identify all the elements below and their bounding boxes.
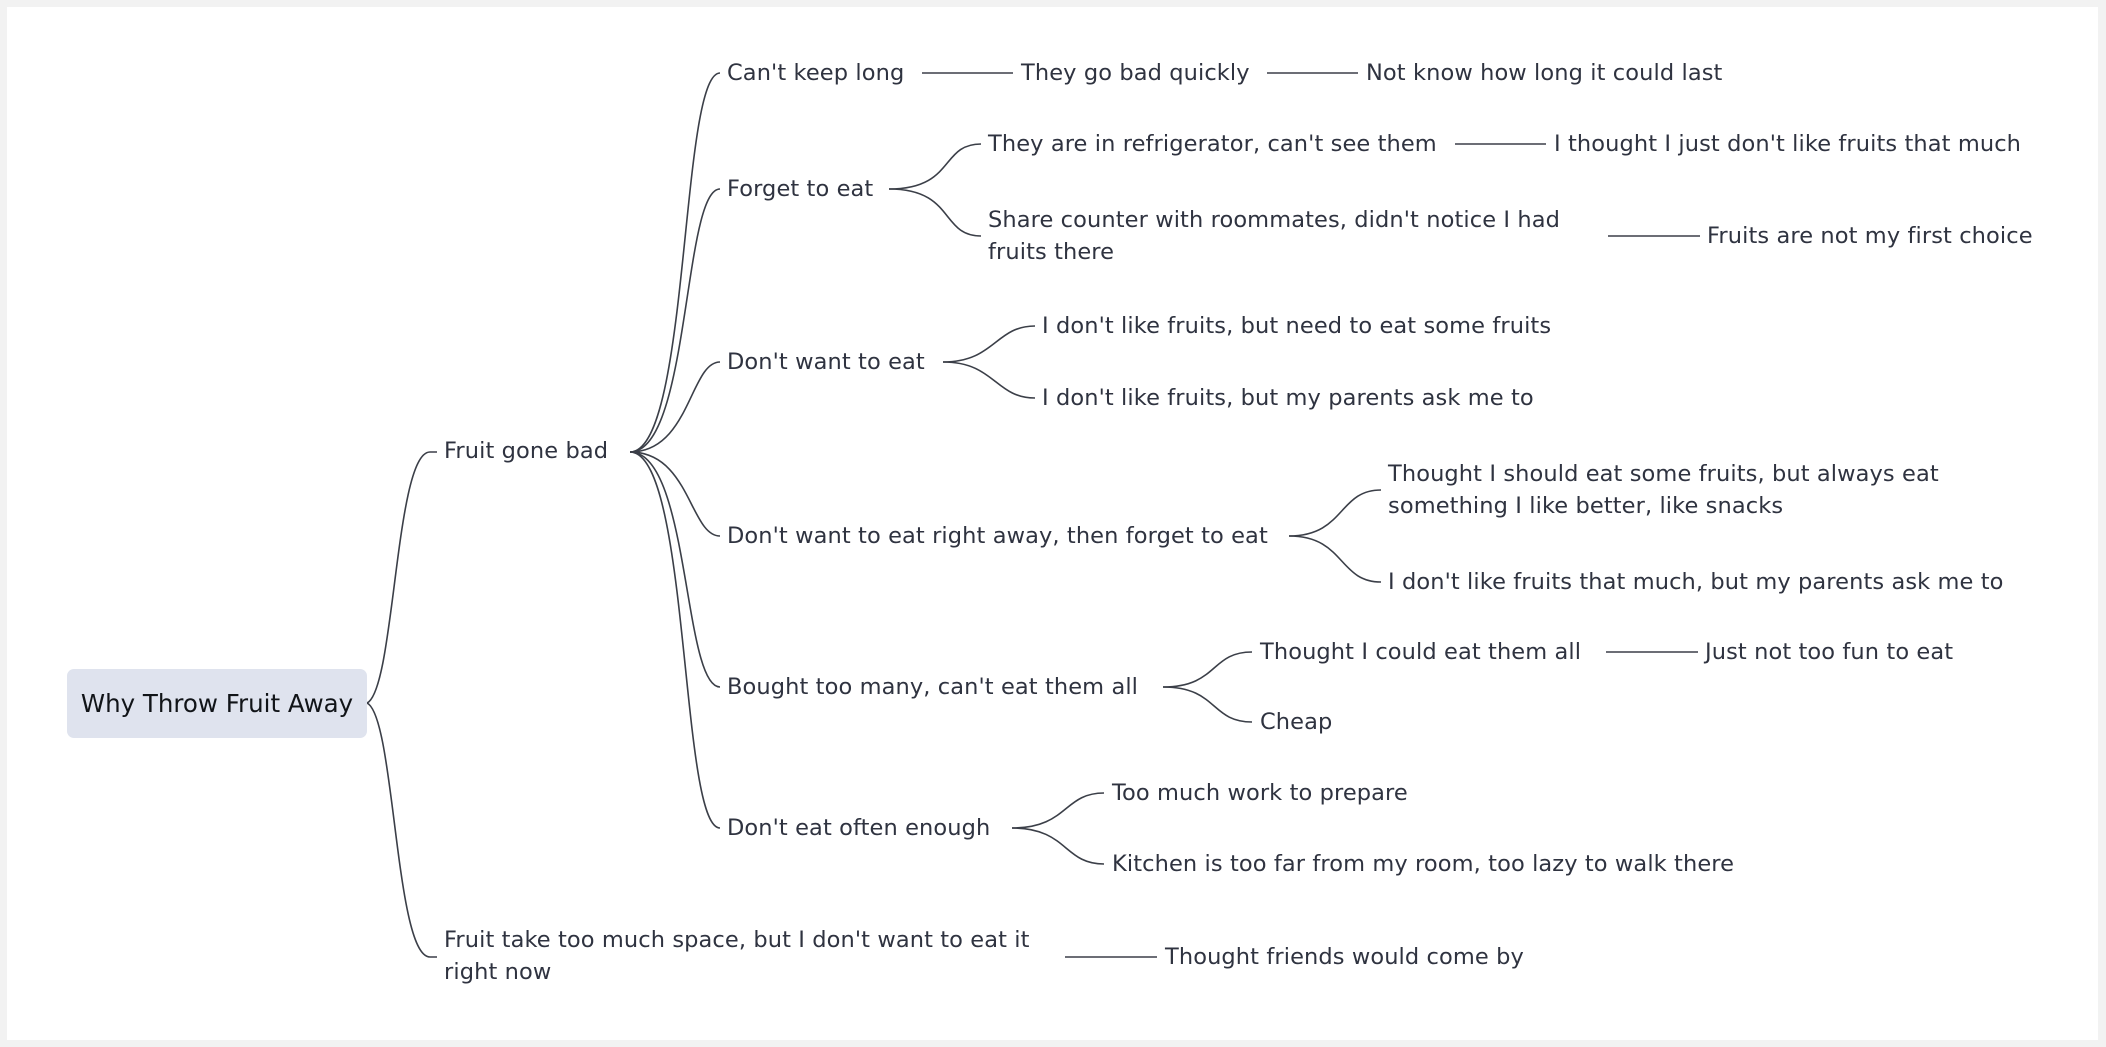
root-label: Why Throw Fruit Away [80,689,354,718]
node-dont-want-to-eat[interactable]: Don't want to eat [727,349,925,375]
node-go-bad-quickly[interactable]: They go bad quickly [1021,60,1250,86]
node-not-fun[interactable]: Just not too fun to eat [1705,639,1954,665]
node-dont-like-that-much[interactable]: I thought I just don't like fruits that … [1554,131,2022,157]
node-eat-snacks[interactable]: Thought I should eat some fruits, but al… [1388,461,1939,519]
node-not-know-last[interactable]: Not know how long it could last [1366,60,1723,86]
node-not-first-choice[interactable]: Fruits are not my first choice [1707,223,2033,249]
node-friends-come-by[interactable]: Thought friends would come by [1165,944,1524,970]
node-cant-keep-long[interactable]: Can't keep long [727,60,905,86]
node-in-refrigerator[interactable]: They are in refrigerator, can't see them [988,131,1437,157]
node-dont-want-right-away[interactable]: Don't want to eat right away, then forge… [727,523,1268,549]
node-too-much-work[interactable]: Too much work to prepare [1112,780,1408,806]
node-share-counter[interactable]: Share counter with roommates, didn't not… [988,207,1561,265]
node-dont-eat-often[interactable]: Don't eat often enough [727,815,991,841]
root-node[interactable]: Why Throw Fruit Away [67,669,367,738]
node-could-eat-all[interactable]: Thought I could eat them all [1260,639,1582,665]
node-parents-ask-much[interactable]: I don't like fruits that much, but my pa… [1388,569,2004,595]
node-forget-to-eat[interactable]: Forget to eat [727,176,874,202]
node-parents-ask[interactable]: I don't like fruits, but my parents ask … [1042,385,1534,411]
node-need-to-eat-some[interactable]: I don't like fruits, but need to eat som… [1042,313,1552,339]
node-cheap[interactable]: Cheap [1260,709,1333,735]
mindmap-canvas [7,7,2098,1040]
node-kitchen-far[interactable]: Kitchen is too far from my room, too laz… [1112,851,1735,877]
node-fruit-gone-bad[interactable]: Fruit gone bad [444,438,609,464]
node-bought-too-many[interactable]: Bought too many, can't eat them all [727,674,1139,700]
node-too-much-space[interactable]: Fruit take too much space, but I don't w… [444,927,1030,985]
